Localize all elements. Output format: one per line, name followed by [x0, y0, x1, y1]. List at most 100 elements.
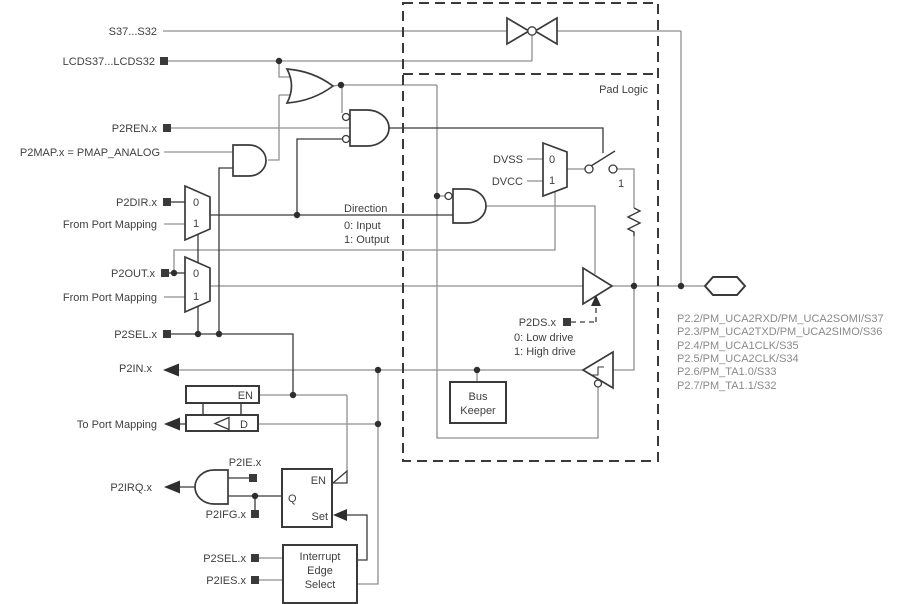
- junction-dot: [433, 192, 441, 200]
- to-port-mapping-label: To Port Mapping: [77, 419, 157, 431]
- schmitt-hysteresis-icon: [592, 366, 604, 376]
- junction-dot: [293, 211, 301, 219]
- from-port-mapping-1-label: From Port Mapping: [63, 219, 157, 231]
- net-pull-resistor: [613, 168, 635, 371]
- latch-en-box: [185, 385, 260, 404]
- junction-dot: [630, 282, 638, 290]
- interrupt-box-label-3: Select: [305, 579, 336, 591]
- pull-select-mux: [542, 141, 568, 198]
- junction-dot: [337, 81, 345, 89]
- p2in-arrow: [163, 363, 179, 377]
- flipflop-en-wedge: [331, 469, 348, 484]
- dvss-label: DVSS: [493, 154, 523, 166]
- pull-resistor: [626, 207, 642, 236]
- bus-keeper-label-1: Bus: [469, 391, 488, 403]
- p2sel-label: P2SEL.x: [114, 329, 157, 341]
- net-p2sel: [171, 167, 294, 395]
- pad-logic-boundary: [402, 2, 659, 462]
- p2ies-label: P2IES.x: [206, 575, 246, 587]
- junction-dot: [194, 330, 202, 338]
- net-set: [347, 514, 368, 561]
- bus-keeper-box: [449, 381, 507, 424]
- analog-switch-bubble: [527, 26, 537, 36]
- junction-dot: [289, 391, 297, 399]
- drive-strength-arrow: [591, 295, 601, 306]
- p2ie-label: P2IE.x: [229, 457, 262, 469]
- junction-dot: [374, 366, 382, 374]
- pin-name-0: P2.2/PM_UCA2RXD/PM_UCA2SOMI/S37: [677, 313, 884, 325]
- p2out-mux-1: 1: [193, 291, 199, 303]
- s-line-label: S37...S32: [109, 26, 157, 38]
- p2dir-mux-0: 0: [193, 197, 199, 209]
- junction-dot: [215, 330, 223, 338]
- set-arrow: [333, 509, 347, 521]
- latch-d-label: D: [240, 419, 248, 431]
- net-pull-select: [173, 192, 556, 273]
- net-direction: [210, 138, 453, 216]
- switch-position-label: 1: [618, 178, 624, 190]
- pad-logic-label: Pad Logic: [599, 84, 648, 96]
- p2out-mux: [184, 255, 211, 314]
- direction-note-3: 1: Output: [344, 234, 389, 246]
- p2dir-mux: [184, 184, 211, 242]
- p2out-mux-0: 0: [193, 268, 199, 280]
- p2ren-terminal: [163, 124, 171, 132]
- flipflop-en-label: EN: [311, 475, 326, 487]
- from-port-mapping-2-label: From Port Mapping: [63, 292, 157, 304]
- interrupt-box-label-2: Edge: [307, 565, 333, 577]
- latch-triangle-icon: [213, 416, 230, 431]
- lcds-terminal: [160, 57, 168, 65]
- p2map-label: P2MAP.x = PMAP_ANALOG: [20, 147, 160, 159]
- net-p2ds-dashed: [571, 308, 597, 323]
- bus-keeper-label-2: Keeper: [460, 405, 496, 417]
- junction-dot: [275, 57, 283, 65]
- analog-switch-right-triangle: [533, 16, 558, 46]
- to-port-mapping-arrow: [164, 417, 180, 431]
- p2out-label: P2OUT.x: [111, 268, 156, 280]
- latch-en-label: EN: [238, 390, 253, 402]
- p2ds-note-low: 0: Low drive: [514, 332, 573, 344]
- pin-name-1: P2.3/PM_UCA2TXD/PM_UCA2SIMO/S36: [677, 326, 882, 338]
- p2ies-terminal: [251, 576, 259, 584]
- p2ie-terminal: [249, 474, 257, 482]
- flipflop-set-label: Set: [311, 511, 328, 523]
- output-driver-buffer: [582, 266, 614, 306]
- p2ds-label: P2DS.x: [519, 317, 557, 329]
- p2irq-arrow: [164, 480, 180, 494]
- p2ifg-label: P2IFG.x: [206, 509, 247, 521]
- p2dir-terminal: [163, 198, 171, 206]
- flipflop-q-label: Q: [288, 493, 297, 505]
- ren-gate-bubble-top: [341, 112, 351, 122]
- p2irq-label: P2IRQ.x: [110, 482, 152, 494]
- p2sel-edge-terminal: [251, 554, 259, 562]
- and-gate-pmap: [232, 144, 267, 177]
- lcds-label: LCDS37...LCDS32: [63, 56, 155, 68]
- pin-name-5: P2.7/PM_TA1.1/S32: [677, 380, 776, 392]
- p2sel-edge-label: P2SEL.x: [203, 553, 246, 565]
- ren-gate-bubble-bottom: [341, 134, 351, 144]
- junction-dot: [473, 366, 481, 374]
- interrupt-box-label-1: Interrupt: [300, 551, 341, 563]
- pullup-switch-lever: [590, 150, 616, 167]
- pullup-switch-contact-right: [608, 164, 618, 174]
- p2in-label: P2IN.x: [119, 363, 153, 375]
- p2dir-mux-1: 1: [193, 218, 199, 230]
- and-gate-output-enable: [452, 188, 487, 224]
- p2ifg-terminal: [251, 510, 259, 518]
- and-gate-irq: [194, 469, 229, 505]
- direction-note-1: Direction: [344, 203, 387, 215]
- p2ren-label: P2REN.x: [112, 123, 158, 135]
- p2out-terminal: [161, 269, 169, 277]
- junction-dot: [170, 269, 178, 277]
- interrupt-flipflop-box: [281, 468, 333, 528]
- and-gate-ren: [349, 109, 390, 147]
- junction-dot: [251, 492, 259, 500]
- direction-note-2: 0: Input: [344, 220, 381, 232]
- pullup-switch-contact-left: [584, 164, 594, 174]
- net-latch-en: [259, 394, 348, 471]
- net-ren-gate-out: [389, 127, 604, 153]
- junction-dot: [374, 420, 382, 428]
- p2dir-label: P2DIR.x: [116, 197, 157, 209]
